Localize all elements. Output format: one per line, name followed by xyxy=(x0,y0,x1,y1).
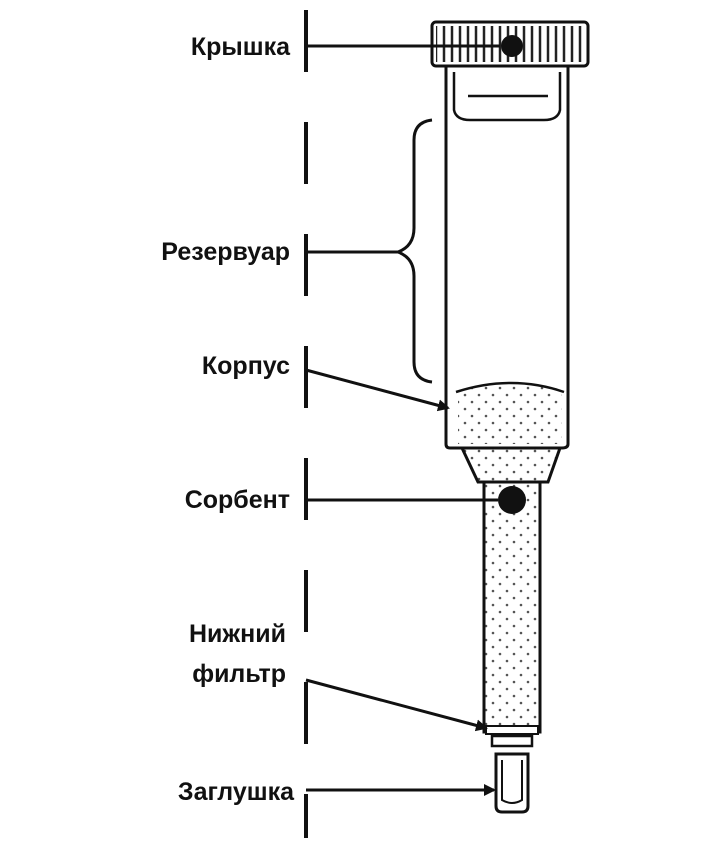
label-reservoir: Резервуар xyxy=(161,238,290,266)
plug-shape xyxy=(494,752,530,814)
cap-shape xyxy=(430,20,590,68)
body-sorbent-section xyxy=(455,381,565,444)
label-lower-filter-line2: фильтр xyxy=(192,660,286,688)
leader-body xyxy=(305,368,450,412)
reservoir-shape xyxy=(444,64,570,450)
lower-filter-shape xyxy=(485,725,539,748)
leader-lower-filter xyxy=(305,678,488,732)
label-plug: Заглушка xyxy=(178,778,295,806)
sorbent-stem xyxy=(482,480,542,734)
label-cap: Крышка xyxy=(191,33,291,61)
label-lower-filter-line1: Нижний xyxy=(189,620,286,648)
label-body: Корпус xyxy=(202,352,290,380)
reservoir-bracket xyxy=(393,118,433,384)
neck-shape xyxy=(459,446,563,484)
label-sorbent: Сорбент xyxy=(185,486,290,514)
